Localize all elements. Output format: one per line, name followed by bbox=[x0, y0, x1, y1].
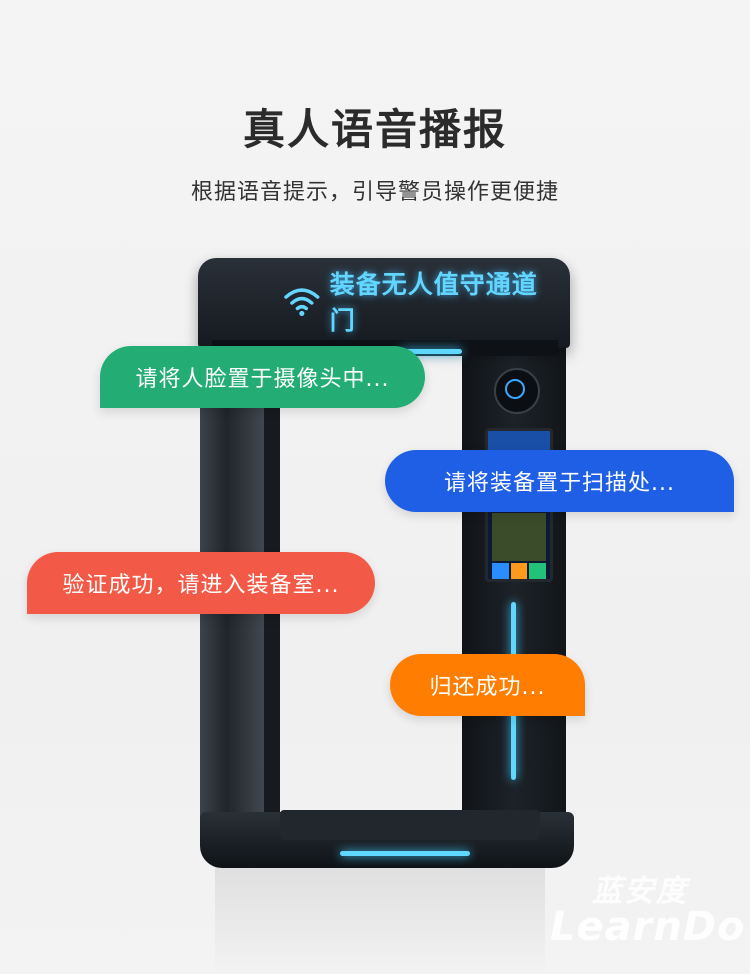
device-banner: 装备无人值守通道门 bbox=[282, 270, 562, 335]
page-title: 真人语音播报 bbox=[242, 105, 507, 154]
voice-bubble-verified: 验证成功，请进入装备室... bbox=[27, 552, 375, 614]
top-header-box bbox=[198, 258, 570, 348]
watermark-en: LearnDo bbox=[550, 904, 746, 950]
voice-bubble-face: 请将人脸置于摄像头中... bbox=[100, 346, 425, 408]
screen-tile bbox=[510, 563, 528, 579]
voice-bubble-returned: 归还成功... bbox=[390, 654, 585, 716]
camera-ring bbox=[505, 379, 525, 399]
screen-tiles bbox=[492, 563, 547, 579]
watermark-cn: 蓝安度 bbox=[592, 874, 688, 909]
top-led-light bbox=[400, 349, 462, 354]
base-led-light bbox=[340, 851, 470, 856]
page-subtitle: 根据语音提示，引导警员操作更便捷 bbox=[190, 180, 559, 205]
banner-title: 装备无人值守通道门 bbox=[329, 270, 538, 335]
screen-tile bbox=[492, 563, 509, 579]
screen-tile bbox=[529, 563, 547, 579]
screen-header bbox=[488, 431, 550, 451]
wifi-icon bbox=[284, 288, 320, 316]
camera-lens bbox=[494, 368, 540, 414]
base-plate bbox=[280, 810, 540, 840]
voice-bubble-scan: 请将装备置于扫描处... bbox=[385, 450, 734, 512]
screen-image bbox=[492, 513, 546, 561]
